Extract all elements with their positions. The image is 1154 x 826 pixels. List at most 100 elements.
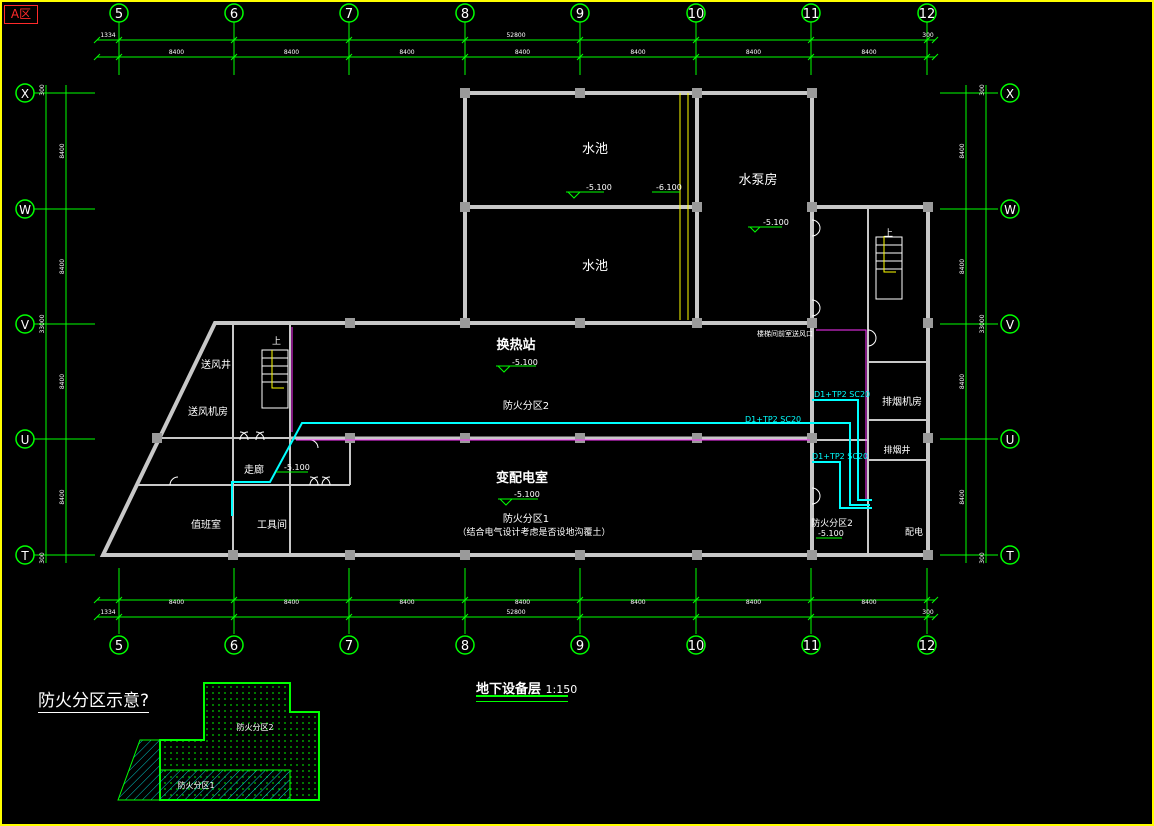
dimension-tick [115, 596, 123, 604]
dimension-tick [692, 53, 700, 61]
fire-zone-2-label: 防火分区2 [503, 399, 549, 412]
fire-zone-2b-label: 防火分区2 [811, 517, 853, 529]
grid-label-row: X [21, 87, 29, 101]
grid-bubble-col [109, 635, 129, 655]
dimension-tick [923, 613, 931, 621]
stair-up-label-2: 上 [272, 336, 281, 347]
pipes [291, 327, 867, 500]
grid-label-col: 11 [803, 7, 820, 22]
dimension-tick [115, 613, 123, 621]
dimension-span: 8400 [630, 599, 645, 606]
dimension-span: 8400 [284, 49, 299, 56]
dimension-tick [576, 36, 584, 44]
dimension-span: 8400 [746, 49, 761, 56]
grid-bubble-col [686, 635, 706, 655]
legend-zone-1: 防火分区1 [177, 780, 214, 790]
dimension-tick [345, 613, 353, 621]
dimension-span: 8400 [284, 599, 299, 606]
dimension-tick [230, 53, 238, 61]
dimension-span: 8400 [959, 143, 966, 158]
grid-bubble-row [1000, 199, 1020, 219]
grid-label-col: 12 [919, 7, 936, 22]
grid-label-col: 6 [230, 7, 238, 22]
dimension-tick [115, 53, 123, 61]
dimension-tick [931, 53, 939, 61]
grid-label-row: W [19, 203, 31, 217]
grid-label-col: 11 [803, 639, 820, 654]
dimension-span: 8400 [630, 49, 645, 56]
dimension-tick [345, 36, 353, 44]
grid-label-col: 9 [576, 7, 584, 22]
grid-bubble-row [15, 199, 35, 219]
dimension-tick [93, 596, 101, 604]
room-fan-room: 送风机房 [188, 405, 228, 418]
dimension-span: 8400 [959, 374, 966, 389]
grid-label-row: U [21, 433, 30, 447]
dimension-edge: 300 [922, 609, 934, 616]
dimension-edge: 1334 [100, 32, 115, 39]
grid-bubble-row [15, 83, 35, 103]
room-air-shaft: 送风井 [201, 358, 231, 371]
grid-bubble-row [1000, 83, 1020, 103]
room-heat-station: 换热站 [496, 337, 535, 353]
grid-label-row: V [21, 318, 30, 332]
dimension-span: 8400 [959, 259, 966, 274]
dimension-tick [461, 613, 469, 621]
dimension-tick [931, 36, 939, 44]
grid-bubble-col [339, 635, 359, 655]
stair-note: 楼梯间前室送风口 [757, 329, 813, 338]
doors [169, 219, 877, 505]
grid-label-col: 7 [345, 7, 353, 22]
dimension-tick [345, 596, 353, 604]
grid-bubble-col [917, 3, 937, 23]
grid-label-row: V [1006, 318, 1015, 332]
dimension-edge: 300 [922, 32, 934, 39]
dimension-span: 8400 [399, 599, 414, 606]
grid-label-col: 7 [345, 639, 353, 654]
dimension-edge: 300 [39, 84, 46, 96]
grid-bubble-col [686, 3, 706, 23]
dimension-total: 33000 [979, 314, 986, 333]
room-substation: 变配电室 [496, 470, 548, 486]
grid-bubble-row [15, 429, 35, 449]
room-electric: 配电 [905, 526, 923, 538]
room-tool: 工具间 [257, 518, 287, 531]
drawing-scale: 1:150 [545, 683, 578, 696]
dimension-tick [931, 613, 939, 621]
room-pool-1: 水池 [582, 142, 608, 157]
grid-bubble-col [339, 3, 359, 23]
dimension-tick [923, 36, 931, 44]
dimension-span: 8400 [59, 374, 66, 389]
dimension-tick [807, 53, 815, 61]
grid-label-col: 10 [688, 7, 705, 22]
grid-bubble-col [801, 3, 821, 23]
cable-runs [231, 399, 872, 516]
dimension-span: 8400 [959, 489, 966, 504]
dimension-tick [461, 53, 469, 61]
dimension-edge: 300 [979, 552, 986, 564]
legend-title: 防火分区示意? [38, 686, 150, 713]
grid-label-row: T [1005, 549, 1014, 563]
dimension-edge: 300 [39, 552, 46, 564]
grid-label-col: 6 [230, 639, 238, 654]
grid-label-col: 12 [919, 639, 936, 654]
drawing-title: 地下设备层 1:150 [476, 678, 577, 697]
stair-up-label-1: 上 [884, 228, 893, 239]
dimension-tick [230, 596, 238, 604]
dimension-tick [230, 36, 238, 44]
room-pump: 水泵房 [738, 172, 777, 188]
grid-bubble-col [570, 3, 590, 23]
dimension-edge: 1334 [100, 609, 115, 616]
dimension-total: 52800 [506, 32, 525, 39]
level-corridor: -5.100 [284, 463, 310, 472]
dimension-tick [93, 53, 101, 61]
grid-bubble-row [1000, 545, 1020, 565]
level-pool-pit: -6.100 [656, 183, 682, 192]
columns [152, 88, 933, 560]
cable-label-3: D1+TP2 SC20 [812, 452, 868, 461]
zone-tab[interactable]: A区 [4, 5, 38, 24]
room-exhaust-fan: 排烟机房 [882, 395, 922, 408]
